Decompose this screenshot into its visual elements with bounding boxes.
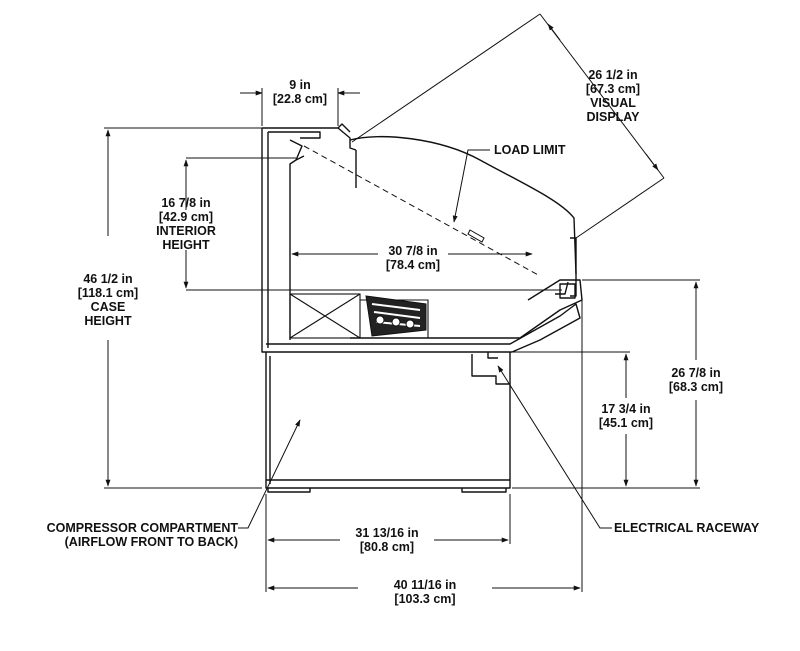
visual-display-cm: [67.3 cm] [585, 82, 641, 96]
case-height-in: 46 1/2 in [83, 272, 133, 286]
case-height-cm: [118.1 cm] [77, 286, 139, 300]
electrical-raceway-text: ELECTRICAL RACEWAY [614, 521, 760, 535]
compressor-line1: COMPRESSOR COMPARTMENT [46, 521, 238, 535]
visual-display-in: 26 1/2 in [588, 68, 638, 82]
front-height-in: 26 7/8 in [671, 366, 721, 380]
overall-depth-in: 40 11/16 in [393, 578, 457, 592]
case-height-label: 46 1/2 in [118.1 cm] CASE HEIGHT [62, 272, 154, 328]
visual-display-word2: DISPLAY [586, 110, 640, 124]
case-outline [261, 123, 583, 493]
overall-depth-label: 40 11/16 in [103.3 cm] [358, 578, 492, 606]
interior-depth-label: 30 7/8 in [78.4 cm] [374, 244, 452, 272]
electrical-raceway-label: ELECTRICAL RACEWAY [614, 521, 759, 535]
interior-height-cm: [42.9 cm] [158, 210, 214, 224]
front-height-cm: [68.3 cm] [668, 380, 724, 394]
visual-display-label: 26 1/2 in [67.3 cm] VISUAL DISPLAY [570, 68, 656, 124]
case-height-word2: HEIGHT [84, 314, 132, 328]
load-limit-text: LOAD LIMIT [494, 143, 566, 157]
interior-depth-cm: [78.4 cm] [385, 258, 441, 272]
compressor-label: COMPRESSOR COMPARTMENT (AIRFLOW FRONT TO… [10, 521, 238, 549]
base-depth-label: 31 13/16 in [80.8 cm] [340, 526, 434, 554]
raceway-height-in: 17 3/4 in [601, 402, 651, 416]
raceway-height-cm: [45.1 cm] [598, 416, 654, 430]
interior-height-word2: HEIGHT [162, 238, 210, 252]
visual-display-word1: VISUAL [590, 96, 636, 110]
overall-depth-cm: [103.3 cm] [394, 592, 456, 606]
compressor-line2: (AIRFLOW FRONT TO BACK) [64, 535, 238, 549]
dimension-lines [104, 13, 700, 592]
product-basket [365, 295, 427, 337]
top-width-in: 9 in [289, 78, 311, 92]
base-depth-in: 31 13/16 in [355, 526, 419, 540]
top-width-cm: [22.8 cm] [272, 92, 328, 106]
interior-height-word1: INTERIOR [156, 224, 216, 238]
top-width-label: 9 in [22.8 cm] [262, 78, 338, 106]
base-depth-cm: [80.8 cm] [359, 540, 415, 554]
interior-height-in: 16 7/8 in [161, 196, 211, 210]
load-limit-label: LOAD LIMIT [494, 143, 566, 157]
raceway-height-label: 17 3/4 in [45.1 cm] [588, 402, 664, 430]
interior-depth-in: 30 7/8 in [388, 244, 438, 258]
interior-height-label: 16 7/8 in [42.9 cm] INTERIOR HEIGHT [146, 196, 226, 252]
case-height-word1: CASE [90, 300, 126, 314]
front-height-label: 26 7/8 in [68.3 cm] [658, 366, 734, 394]
